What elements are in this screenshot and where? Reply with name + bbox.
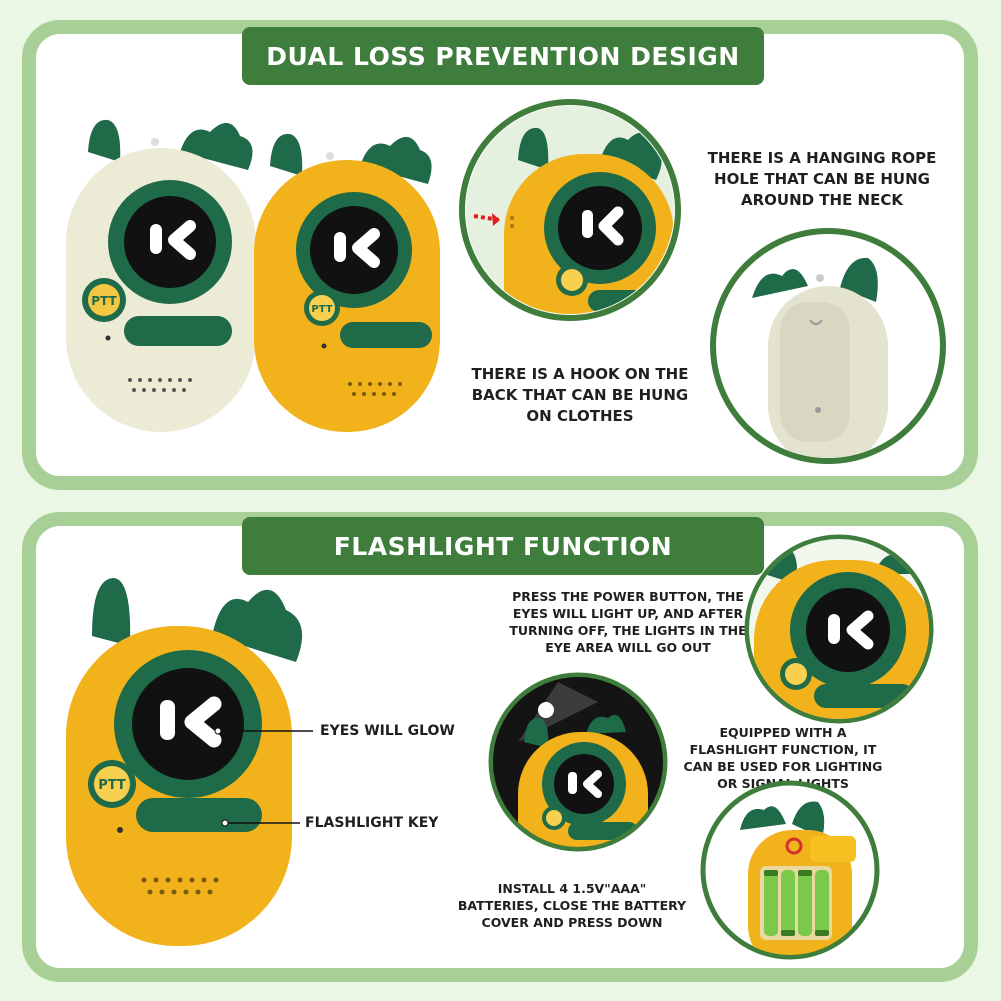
- rope-hole-detail-image: [459, 99, 681, 321]
- eyes-will-glow-label: EYES WILL GLOW: [320, 723, 455, 739]
- section-title-flashlight: FLASHLIGHT FUNCTION: [242, 517, 764, 575]
- power-button-caption: PRESS THE POWER BUTTON, THE EYES WILL LI…: [509, 589, 747, 655]
- eyes-pointer-line: [214, 727, 313, 735]
- ptt-button-label: PTT: [98, 778, 126, 793]
- rope-hole-caption: THERE IS A HANGING ROPE HOLE THAT CAN BE…: [707, 149, 937, 209]
- ptt-button-label: PTT: [311, 304, 332, 315]
- cream-walkie-talkie: PTT: [66, 119, 256, 432]
- large-yellow-walkie-talkie: PTT: [66, 578, 303, 946]
- flashlight-key-pointer-line: [221, 819, 300, 827]
- back-hook-detail-image: [710, 228, 946, 464]
- flashlight-function-caption: EQUIPPED WITH A FLASHLIGHT FUNCTION, IT …: [683, 725, 883, 791]
- yellow-walkie-talkie: PTT: [254, 133, 440, 432]
- battery-install-caption: INSTALL 4 1.5V"AAA" BATTERIES, CLOSE THE…: [457, 881, 687, 930]
- eyes-lit-detail-image: [744, 534, 934, 724]
- battery-compartment-detail-image: [700, 780, 880, 960]
- flashlight-key-label: FLASHLIGHT KEY: [305, 815, 439, 831]
- ptt-button-label: PTT: [91, 294, 117, 308]
- section-title-loss-prevention: DUAL LOSS PREVENTION DESIGN: [242, 27, 764, 85]
- flashlight-on-detail-image: [488, 672, 668, 852]
- hook-caption: THERE IS A HOOK ON THE BACK THAT CAN BE …: [471, 365, 689, 425]
